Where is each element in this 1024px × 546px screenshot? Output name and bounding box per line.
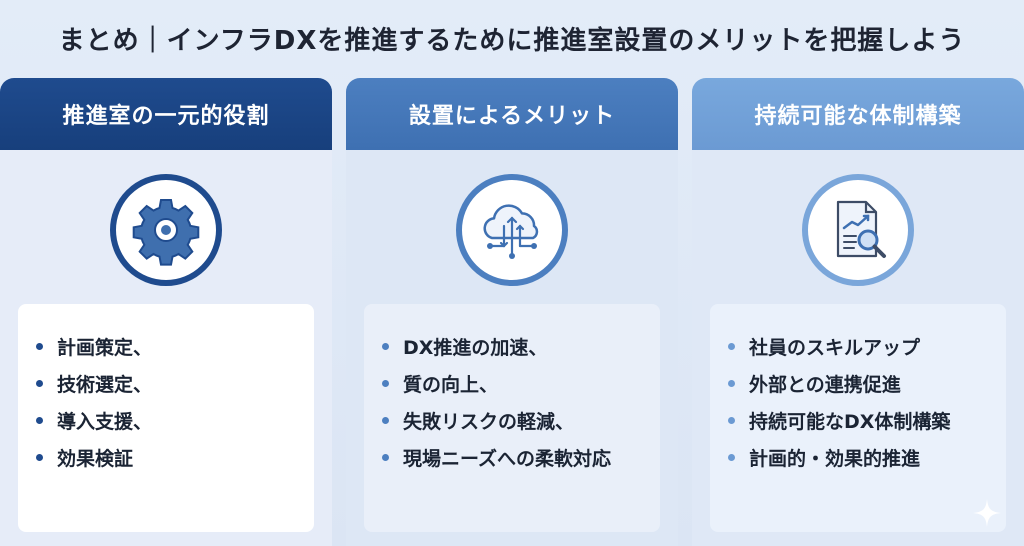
bullet-icon: [728, 454, 735, 461]
list-item: 導入支援、: [36, 402, 314, 439]
list-item: 質の向上、: [382, 365, 660, 402]
bullet-icon: [728, 417, 735, 424]
bullet-icon: [728, 343, 735, 350]
page-title: まとめ｜インフラDXを推進するために推進室設置のメリットを把握しよう: [58, 25, 966, 56]
list-item: DX推進の加速、: [382, 328, 660, 365]
list-item: 社員のスキルアップ: [728, 328, 1006, 365]
list-item: 技術選定、: [36, 365, 314, 402]
list-item: 計画策定、: [36, 328, 314, 365]
sparkle-icon: [973, 499, 1001, 527]
role-list-box: 計画策定、 技術選定、 導入支援、 効果検証: [18, 304, 314, 532]
role-list: 計画策定、 技術選定、 導入支援、 効果検証: [36, 328, 314, 476]
role-card-heading: 推進室の一元的役割: [0, 78, 332, 150]
bullet-icon: [36, 343, 43, 350]
bullet-icon: [382, 380, 389, 387]
cloud-network-icon: [483, 204, 539, 259]
sustainable-icon-circle: [802, 174, 914, 286]
list-item: 計画的・効果的推進: [728, 439, 1006, 476]
report-magnifier-icon: [836, 200, 886, 258]
bullet-icon: [36, 417, 43, 424]
benefit-card: 設置によるメリット DX推進の加速、 質の向上、: [346, 78, 678, 546]
role-card: 推進室の一元的役割 計画策定、 技術選定、 導入支援、 効果検証: [0, 78, 332, 546]
bullet-icon: [728, 380, 735, 387]
sustainable-card: 持続可能な体制構築 社員のスキルアップ 外部との連携促進 持続可能なDX体制構築…: [692, 78, 1024, 546]
list-item: 効果検証: [36, 439, 314, 476]
benefit-icon-circle: [456, 174, 568, 286]
bullet-icon: [382, 417, 389, 424]
role-icon-circle: [110, 174, 222, 286]
bullet-icon: [36, 454, 43, 461]
list-item: 現場ニーズへの柔軟対応: [382, 439, 660, 476]
sustainable-list-box: 社員のスキルアップ 外部との連携促進 持続可能なDX体制構築 計画的・効果的推進: [710, 304, 1006, 532]
benefit-list: DX推進の加速、 質の向上、 失敗リスクの軽減、 現場ニーズへの柔軟対応: [382, 328, 660, 476]
bullet-icon: [382, 454, 389, 461]
list-item: 失敗リスクの軽減、: [382, 402, 660, 439]
sustainable-list: 社員のスキルアップ 外部との連携促進 持続可能なDX体制構築 計画的・効果的推進: [728, 328, 1006, 476]
bullet-icon: [382, 343, 389, 350]
gear-icon: [132, 199, 200, 266]
bullet-icon: [36, 380, 43, 387]
sustainable-card-heading: 持続可能な体制構築: [692, 78, 1024, 150]
list-item: 持続可能なDX体制構築: [728, 402, 1006, 439]
benefit-card-heading: 設置によるメリット: [346, 78, 678, 150]
benefit-list-box: DX推進の加速、 質の向上、 失敗リスクの軽減、 現場ニーズへの柔軟対応: [364, 304, 660, 532]
list-item: 外部との連携促進: [728, 365, 1006, 402]
